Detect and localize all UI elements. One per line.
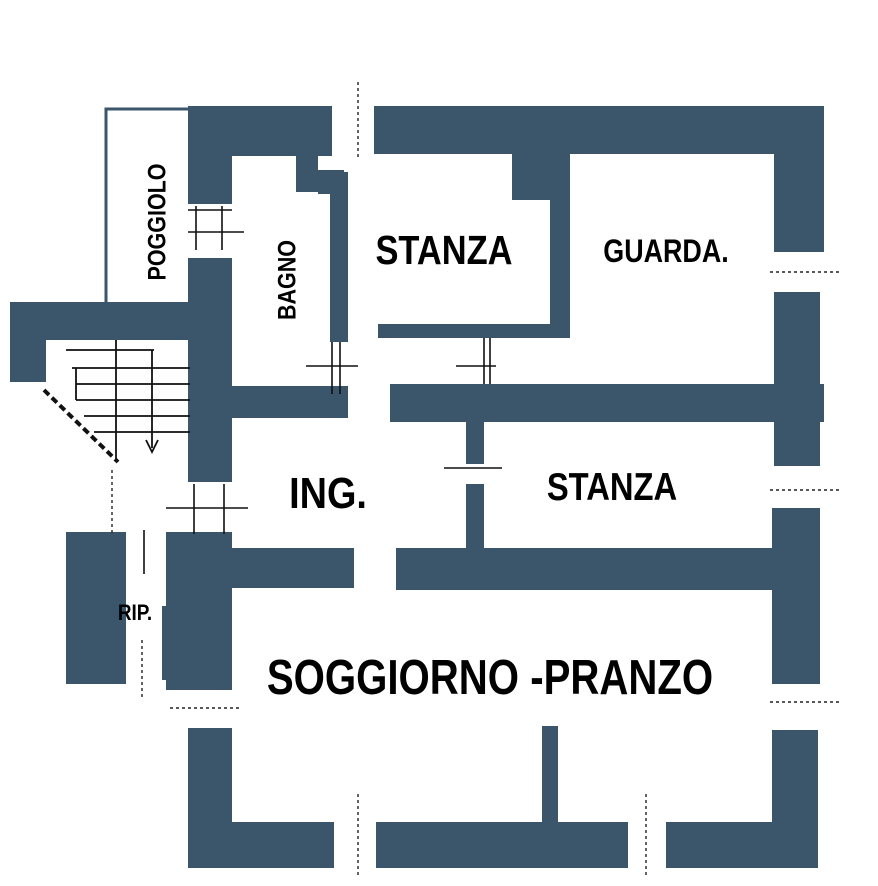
- wall-right-top: [774, 106, 824, 252]
- wall-bagno-bottom: [188, 386, 348, 418]
- wall-bagno-notch: [296, 150, 318, 192]
- label-ripostiglio: RIP.: [118, 601, 152, 626]
- wall-bagno-right: [330, 172, 348, 342]
- wall-right-lower: [772, 508, 820, 684]
- wall-left-upper: [188, 106, 232, 204]
- wall-stair-top: [10, 302, 232, 340]
- wall-stanza-bottom-post: [482, 324, 492, 338]
- wall-soggiorno-top-right: [396, 548, 820, 590]
- openings: [111, 82, 842, 876]
- label-poggiolo: POGGIOLO: [143, 164, 171, 281]
- wall-bottom-left: [188, 822, 334, 868]
- wall-stanza-mid-post: [466, 418, 484, 464]
- wall-stair-left: [10, 302, 46, 382]
- wall-stanza-bottom: [378, 324, 570, 338]
- wall-rip-right-notch: [162, 606, 192, 680]
- wall-rip-left-notch: [104, 580, 126, 650]
- label-soggiorno-pranzo: SOGGIORNO -PRANZO: [267, 650, 713, 705]
- wall-top-right: [374, 106, 824, 154]
- wall-right-bottom: [772, 730, 818, 868]
- walls: [10, 106, 824, 868]
- room-labels: POGGIOLO BAGNO STANZA GUARDA. ING. STANZ…: [118, 164, 729, 705]
- wall-left-mid: [188, 258, 232, 482]
- balcony-outline: [104, 107, 190, 302]
- wall-bottom-center-post: [542, 726, 558, 826]
- wall-bottom-center: [376, 822, 628, 868]
- wall-corridor-top: [390, 384, 824, 422]
- label-ingresso: ING.: [289, 468, 367, 517]
- label-bagno: BAGNO: [273, 240, 301, 320]
- wall-stanza-divider: [550, 150, 570, 336]
- label-stanza-mid: STANZA: [547, 464, 677, 508]
- staircase: [42, 340, 190, 464]
- wall-stanza-mid-post-2: [466, 484, 484, 550]
- label-stanza-top: STANZA: [375, 228, 512, 273]
- label-guardaroba: GUARDA.: [603, 234, 728, 270]
- wall-right-mid: [774, 292, 820, 466]
